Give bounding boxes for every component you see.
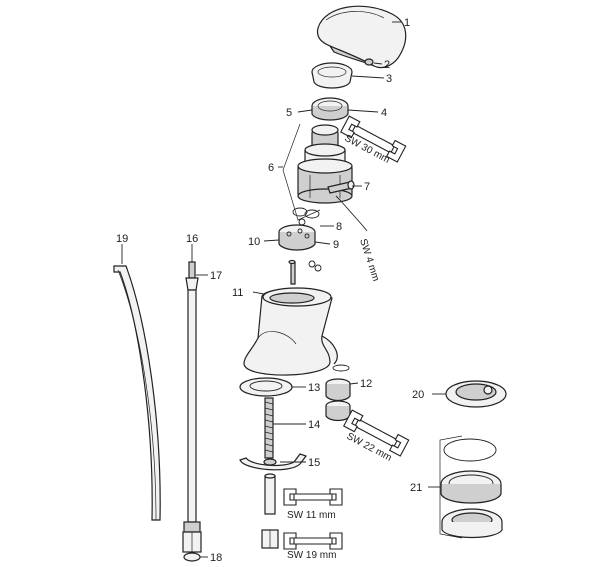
wrench-sw19-icon [283,532,343,550]
callout-12: 12 [360,378,372,390]
callout-19: 19 [116,233,128,245]
callout-3: 3 [386,73,392,85]
callout-15: 15 [308,457,320,469]
hex-key-sw4-label: SW 4 mm [357,238,381,283]
callout-14: 14 [308,419,320,431]
wrench-sw11-label: SW 11 mm [287,510,336,521]
threaded-rod-part [264,397,274,459]
callout-13: 13 [308,382,320,394]
pin-part [327,180,355,194]
cover-ring-part [311,62,353,89]
callout-21: 21 [410,482,422,494]
wrench-sw30-icon [340,115,407,163]
callout-9: 9 [333,239,339,251]
callout-8: 8 [336,221,342,233]
callout-4: 4 [381,107,387,119]
base-gasket-part [239,377,293,397]
hex-key-sw4-icon [335,195,368,232]
hex-nut-part [261,529,279,549]
aerator-part [325,364,351,422]
callout-7: 7 [364,181,370,193]
drain-seal-set-part [440,438,503,539]
callout-18: 18 [210,552,222,564]
callout-16: 16 [186,233,198,245]
callout-2: 2 [384,59,390,71]
cartridge-part [297,124,353,204]
callout-6: 6 [268,162,274,174]
set-screw-part [364,58,374,66]
callout-1: 1 [404,17,410,29]
small-fitting-part [308,260,322,272]
wrench-sw22-icon [343,409,410,457]
callout-5: 5 [286,107,292,119]
callout-10: 10 [248,236,260,248]
cartridge-base-part [278,224,316,251]
drain-cap-part [445,380,507,408]
group-bracket-6 [282,123,321,221]
wrench-sw19-label: SW 19 mm [287,550,336,561]
handle-lever-part [316,5,407,69]
cartridge-nut-part [311,97,349,121]
callout-17: 17 [210,270,222,282]
wrench-sw11-icon [283,488,343,506]
washer-part [183,552,201,562]
flex-hose-part [182,261,202,553]
callout-20: 20 [412,389,424,401]
faucet-body-part [243,259,338,376]
curved-hose-part [113,265,161,521]
callout-11: 11 [232,287,243,299]
mounting-clamp-part [239,453,307,515]
